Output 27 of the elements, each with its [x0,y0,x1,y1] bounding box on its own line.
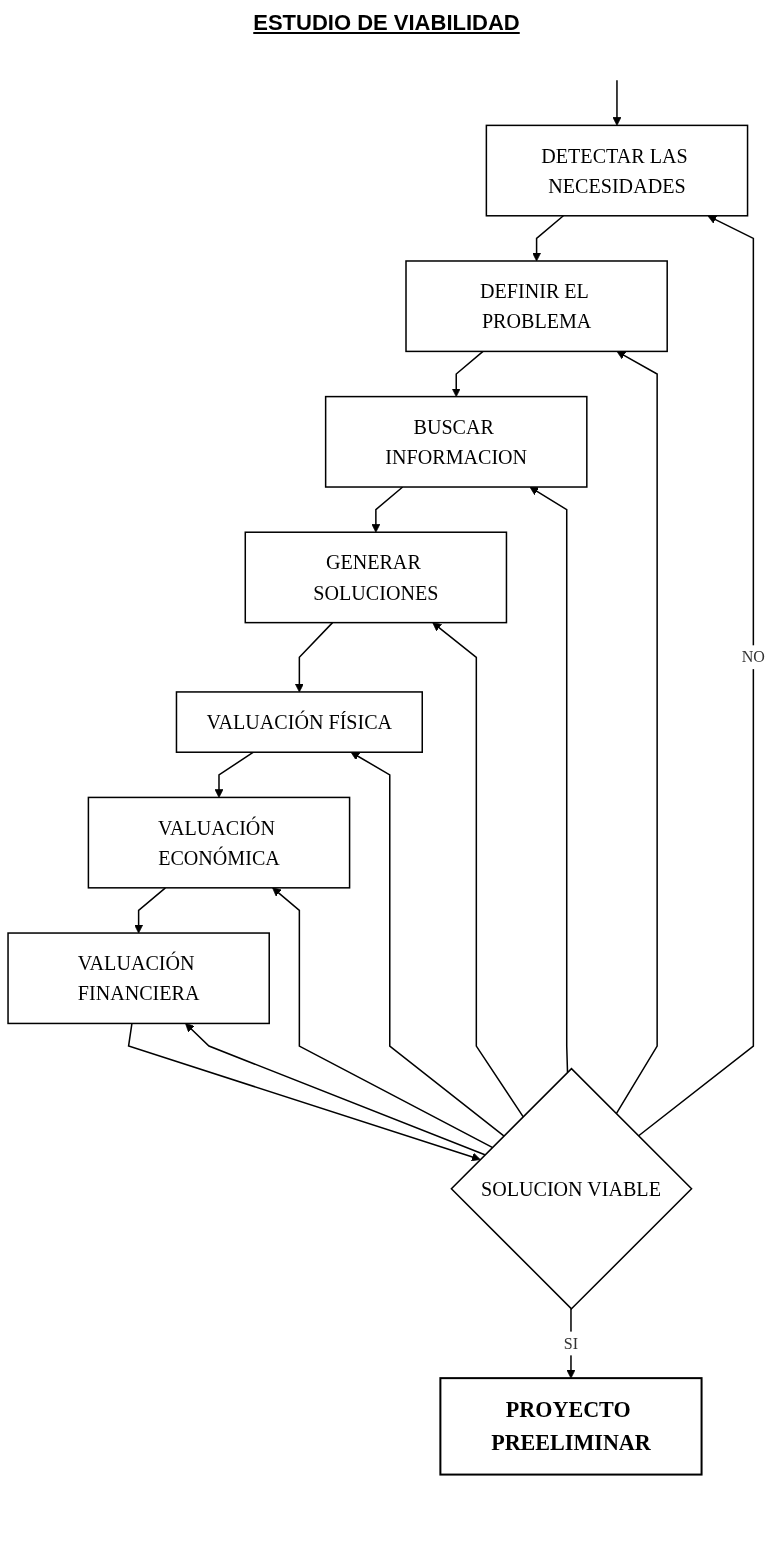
node-box: BUSCAR INFORMACION [324,395,588,488]
node-diamond: SOLUCION VIABLE [450,1067,693,1310]
arrow [615,351,658,1115]
node-box: DETECTAR LAS NECESIDADES [485,124,749,217]
arrow [272,887,493,1149]
arrow [185,1023,486,1156]
diagram-title: ESTUDIO DE VIABILIDAD [252,10,521,36]
node-box: VALUACIÓN FINANCIERA [7,932,270,1025]
edge-label: NO [741,648,765,666]
node-box: GENERAR SOLUCIONES [244,531,508,624]
arrow [371,486,404,533]
edge-label: SI [563,1334,579,1352]
node-box: VALUACIÓN ECONÓMICA [87,796,351,889]
arrow [432,622,524,1118]
arrow [294,621,334,693]
node-box: DEFINIR EL PROBLEMA [405,260,668,353]
arrow [350,751,505,1137]
arrow [134,887,167,934]
node-box: VALUACIÓN FÍSICA [175,691,423,753]
arrow [532,215,565,262]
arrow [127,1022,481,1162]
arrow [612,79,622,126]
arrow [214,751,255,798]
arrow [637,215,755,1137]
arrow [529,486,569,1073]
arrow [451,350,484,397]
node-box: PROYECTO PREELIMINAR [439,1377,703,1476]
